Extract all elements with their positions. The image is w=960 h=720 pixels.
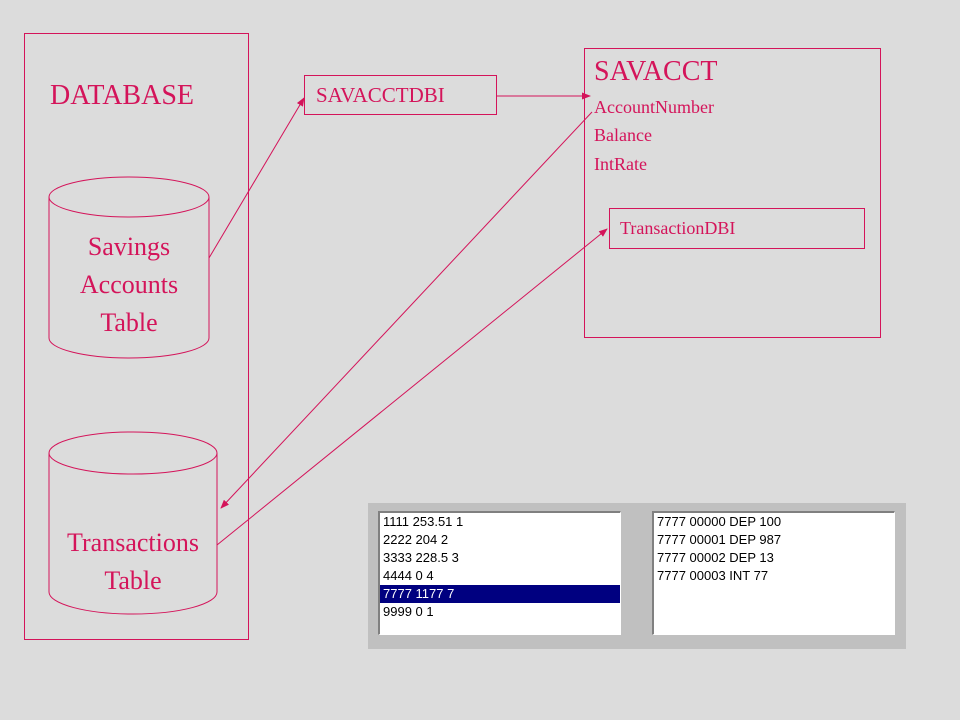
savacct-field-intrate: IntRate [594,154,647,174]
arrow-savacct-to-transactions [220,111,593,509]
savacct-field-balance: Balance [594,125,652,145]
transactions-table-label: Transactions Table [49,524,217,600]
savings-label-line-3: Table [100,308,158,337]
data-listing-panel: 1111 253.51 1 2222 204 2 3333 228.5 3 44… [368,503,906,649]
savings-label-line-2: Accounts [79,270,179,299]
accounts-list-item[interactable]: 3333 228.5 3 [383,550,459,565]
transactions-label-line-2: Table [104,566,162,595]
savings-label-line-1: Savings [87,232,171,261]
transactions-list-item[interactable]: 7777 00000 DEP 100 [657,514,782,529]
accounts-list-item[interactable]: 9999 0 1 [383,604,434,619]
transactions-list-item[interactable]: 7777 00001 DEP 987 [657,532,782,547]
transactiondbi-box [609,208,865,249]
database-box [24,33,249,640]
savacct-title: SAVACCT [594,56,718,87]
accounts-list-item[interactable]: 1111 253.51 1 [383,514,464,529]
transactiondbi-label: TransactionDBI [620,218,736,238]
transactions-label-line-1: Transactions [67,528,199,557]
transactions-listbox[interactable]: 7777 00000 DEP 100 7777 00001 DEP 987 77… [652,511,895,635]
transactions-list-item[interactable]: 7777 00003 INT 77 [657,568,769,583]
database-title: DATABASE [50,80,194,111]
accounts-listbox[interactable]: 1111 253.51 1 2222 204 2 3333 228.5 3 44… [378,511,621,635]
savacctdbi-box [304,75,497,115]
accounts-list-item[interactable]: 4444 0 4 [383,568,434,583]
accounts-list-item-selected[interactable]: 7777 1177 7 [380,585,620,603]
savings-accounts-table-label: Savings Accounts Table [49,228,209,342]
transactions-table-cylinder [48,431,218,615]
accounts-list-item[interactable]: 2222 204 2 [383,532,449,547]
transactions-list-item[interactable]: 7777 00002 DEP 13 [657,550,774,565]
arrow-transactions-to-transactiondbi [216,228,608,546]
savacct-field-account-number: AccountNumber [594,97,714,117]
savacctdbi-label: SAVACCTDBI [316,83,445,107]
savacct-box [584,48,881,338]
arrow-savings-to-savacctdbi [208,97,305,259]
savings-accounts-table-cylinder [48,176,210,359]
